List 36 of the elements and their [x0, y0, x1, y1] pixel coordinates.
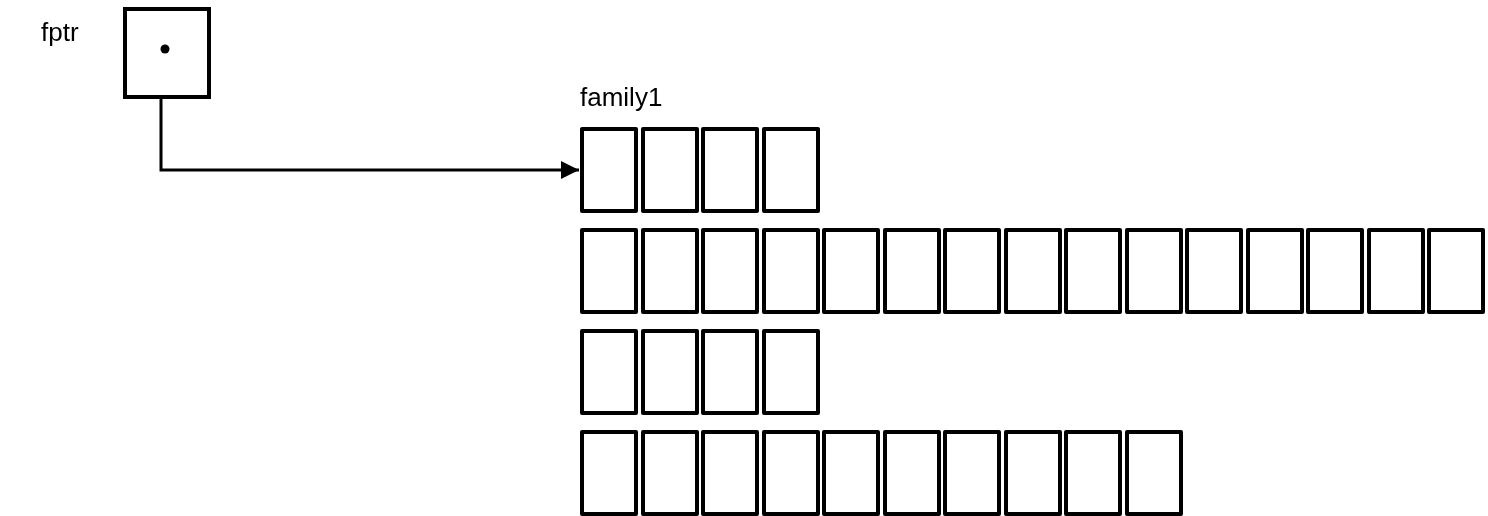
array-cell — [640, 430, 699, 516]
array-cell — [1306, 228, 1364, 314]
array-cell — [822, 430, 880, 516]
array-cell — [580, 228, 638, 314]
array-cell — [640, 228, 699, 314]
array-cell — [1185, 228, 1243, 314]
array-cell — [580, 127, 638, 213]
array-name: family1 — [580, 82, 663, 113]
array-cell — [1245, 228, 1304, 314]
array-cell — [580, 329, 638, 415]
array-cell — [701, 127, 759, 213]
arrow — [159, 99, 579, 179]
array-cell — [1427, 228, 1485, 314]
variable-name: fptr — [41, 17, 79, 48]
array-cell — [761, 430, 820, 516]
array-cell — [943, 228, 1001, 314]
array-cell — [822, 228, 880, 314]
array-cell — [1124, 430, 1183, 516]
array-cell — [1124, 228, 1183, 314]
array-cell — [580, 430, 638, 516]
array-cell — [701, 228, 759, 314]
array-cell — [701, 329, 759, 415]
array-cell — [1366, 228, 1425, 314]
array-cell — [640, 329, 699, 415]
array-cell — [882, 228, 941, 314]
array-cell — [761, 127, 820, 213]
array-cell — [1064, 430, 1122, 516]
array-cell — [1064, 228, 1122, 314]
array-cell — [701, 430, 759, 516]
array-cell — [943, 430, 1001, 516]
array-cell — [882, 430, 941, 516]
array-cell — [761, 228, 820, 314]
array-cell — [1003, 430, 1062, 516]
array-cell — [640, 127, 699, 213]
array-cell — [1003, 228, 1062, 314]
array-cell — [761, 329, 820, 415]
